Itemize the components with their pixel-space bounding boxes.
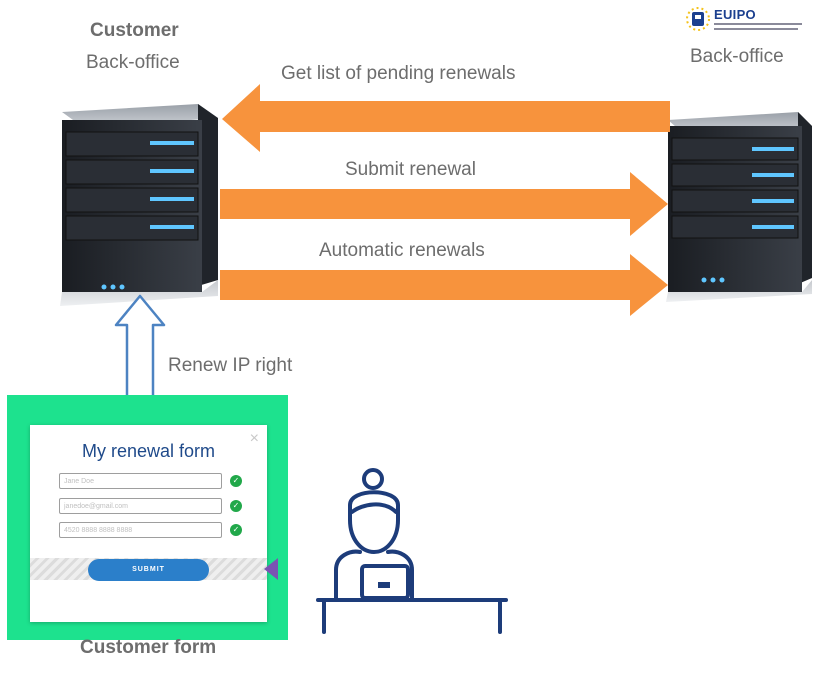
name-field[interactable]: Jane Doe	[59, 473, 222, 489]
check-icon: ✓	[230, 500, 242, 512]
automatic-renewals-label: Automatic renewals	[319, 240, 485, 261]
check-icon: ✓	[230, 524, 242, 536]
submit-button[interactable]: SUBMIT	[88, 559, 209, 581]
renew-ip-up-arrow	[114, 294, 166, 406]
form-title: My renewal form	[81, 441, 216, 461]
submit-renewal-label: Submit renewal	[345, 159, 476, 180]
form-caption: Customer form	[80, 637, 217, 658]
user-at-desk-icon	[316, 468, 508, 634]
email-field[interactable]: janedoe@gmail.com	[59, 498, 222, 514]
close-icon[interactable]: ×	[249, 430, 259, 447]
card-number-field[interactable]: 4520 8888 8888 8888	[59, 522, 222, 538]
euipo-logo-text: EUIPO	[714, 7, 756, 22]
euipo-logo-fineprint	[714, 23, 802, 25]
euipo-server-icon	[666, 112, 812, 302]
pointer-marker	[264, 558, 278, 580]
renew-ip-label: Renew IP right	[168, 355, 293, 376]
customer-server-icon	[60, 104, 218, 306]
automatic-renewals-arrow	[220, 254, 668, 316]
euipo-logo: EUIPO	[684, 4, 804, 42]
get-list-label: Get list of pending renewals	[281, 63, 516, 84]
renewal-form-card: My renewal form × Jane Doe ✓ janedoe@gma…	[30, 425, 267, 622]
euipo-subtitle: Back-office	[690, 46, 784, 67]
get-list-arrow	[222, 84, 670, 152]
submit-renewal-arrow	[220, 172, 668, 236]
check-icon: ✓	[230, 475, 242, 487]
customer-subtitle: Back-office	[86, 52, 180, 73]
customer-title: Customer	[90, 20, 179, 41]
euipo-logo-fineprint	[714, 28, 798, 30]
euipo-emblem-icon	[686, 7, 710, 31]
